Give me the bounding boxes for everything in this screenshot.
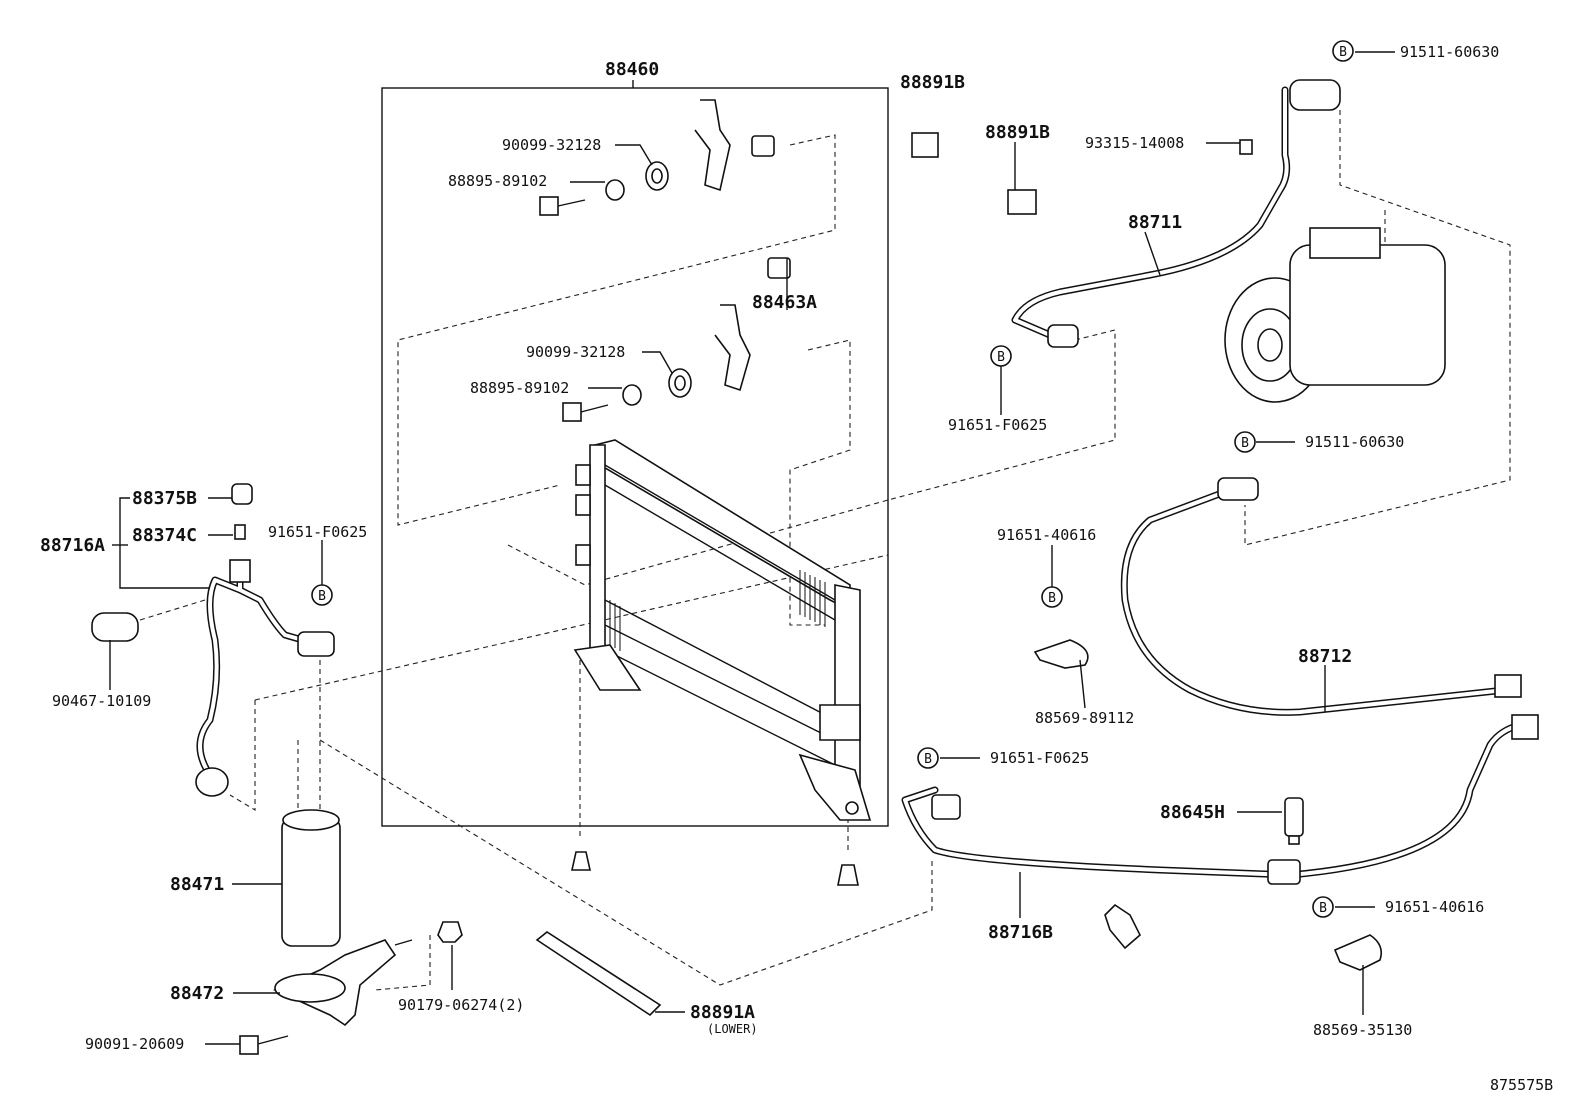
- marker-b-top-right: B: [1332, 40, 1354, 62]
- condenser-core: [573, 439, 872, 821]
- fitting-88712-top: [1217, 477, 1259, 501]
- label-88375b: 88375B: [132, 488, 197, 509]
- label-88891b-b: 88891B: [985, 122, 1050, 143]
- collar-upper: [605, 179, 625, 201]
- cap-88375B: [231, 483, 253, 505]
- label-88374c: 88374C: [132, 525, 197, 546]
- marker-letter: B: [1048, 591, 1056, 606]
- fitting-88716A-bottom: [195, 767, 229, 797]
- label-88460: 88460: [605, 59, 659, 80]
- bracket-upper: [694, 99, 731, 192]
- marker-letter: B: [1241, 436, 1249, 451]
- cushion-lower: [767, 257, 791, 279]
- grommet-upper: [645, 161, 669, 191]
- label-90179: 90179-06274(2): [398, 996, 524, 1014]
- pipe-88716B: [901, 721, 1524, 879]
- fitting-88712-end: [1494, 674, 1522, 698]
- condenser-group-frame: [381, 87, 889, 827]
- label-88712: 88712: [1298, 646, 1352, 667]
- cushion-upper: [751, 135, 775, 157]
- fitting-88711-bottom: [1047, 324, 1079, 348]
- pipe-88716A: [196, 566, 324, 779]
- bolt-90091: [239, 1035, 289, 1055]
- label-88895-a: 88895-89102: [448, 172, 547, 190]
- label-88716a: 88716A: [40, 535, 105, 556]
- clamp-88569-89112: [1033, 639, 1089, 669]
- marker-letter: B: [318, 589, 326, 604]
- marker-b-91651-f0625-b: B: [311, 584, 333, 606]
- compressor: [1224, 227, 1446, 403]
- label-91651-40616-b: 91651-40616: [1385, 898, 1484, 916]
- bracket-lower: [714, 304, 751, 392]
- label-91651-f0625-c: 91651-F0625: [990, 749, 1089, 767]
- label-88472: 88472: [170, 983, 224, 1004]
- hose-88711: [1011, 86, 1291, 339]
- receiver-88471: [281, 809, 341, 947]
- bolt-93315: [1239, 139, 1253, 155]
- label-91651-f0625-b: 91651-F0625: [268, 523, 367, 541]
- label-90099-b: 90099-32128: [526, 343, 625, 361]
- grommet-lower: [668, 368, 692, 398]
- label-90099-a: 90099-32128: [502, 136, 601, 154]
- label-91511-mid: 91511-60630: [1305, 433, 1404, 451]
- marker-letter: B: [924, 752, 932, 767]
- bracket-88472: [273, 939, 413, 1027]
- marker-b-91651-40616-a: B: [1041, 586, 1063, 608]
- label-88716b: 88716B: [988, 922, 1053, 943]
- fitting-88711-top: [1289, 79, 1341, 111]
- label-88569-35130: 88569-35130: [1313, 1021, 1412, 1039]
- clip-upper-mid: [1007, 189, 1037, 215]
- fitting-88716A-right: [297, 631, 335, 657]
- clamp-90467: [91, 612, 139, 642]
- mount-pin-left: [571, 851, 591, 871]
- label-90467: 90467-10109: [52, 692, 151, 710]
- label-88645h: 88645H: [1160, 802, 1225, 823]
- collar-lower: [622, 384, 642, 406]
- label-90091: 90091-20609: [85, 1035, 184, 1053]
- label-91651-40616-a: 91651-40616: [997, 526, 1096, 544]
- bolt-upper: [539, 196, 586, 216]
- label-88463a: 88463A: [752, 292, 817, 313]
- bolt-lower: [562, 402, 609, 422]
- marker-b-91511-mid: B: [1234, 431, 1256, 453]
- mount-pin-right: [837, 864, 859, 886]
- clip-upper-right: [911, 132, 939, 158]
- pressure-switch-88645H: [1284, 797, 1304, 845]
- seal-lower: [535, 931, 662, 1017]
- dashed-leaders: [139, 110, 1511, 991]
- label-reference-code: 875575B: [1490, 1076, 1553, 1094]
- hose-88712: [1120, 486, 1509, 716]
- marker-b-91651-f0625-c: B: [917, 747, 939, 769]
- marker-letter: B: [1319, 901, 1327, 916]
- marker-b-91651-40616-b: B: [1312, 896, 1334, 918]
- marker-letter: B: [997, 350, 1005, 365]
- nut-90179: [437, 921, 463, 943]
- label-88471: 88471: [170, 874, 224, 895]
- label-leaders: [109, 51, 1395, 1045]
- label-88895-b: 88895-89102: [470, 379, 569, 397]
- fitting-88716B-mid: [1267, 859, 1301, 885]
- fitting-88716B-end: [1511, 714, 1539, 740]
- core-88374C: [234, 524, 246, 540]
- label-93315: 93315-14008: [1085, 134, 1184, 152]
- clamp-loose: [1104, 903, 1141, 950]
- fitting-88716A-top: [229, 559, 251, 583]
- label-91651-f0625-a: 91651-F0625: [948, 416, 1047, 434]
- marker-letter: B: [1339, 45, 1347, 60]
- clamp-88569-35130: [1333, 934, 1383, 971]
- fitting-88716B-left: [931, 794, 961, 820]
- label-lower: (LOWER): [707, 1022, 758, 1036]
- label-88891b-a: 88891B: [900, 72, 965, 93]
- label-88569-89112: 88569-89112: [1035, 709, 1134, 727]
- label-88891a: 88891A: [690, 1002, 755, 1023]
- marker-b-91651-f0625-a: B: [990, 345, 1012, 367]
- label-91511-top: 91511-60630: [1400, 43, 1499, 61]
- label-88711: 88711: [1128, 212, 1182, 233]
